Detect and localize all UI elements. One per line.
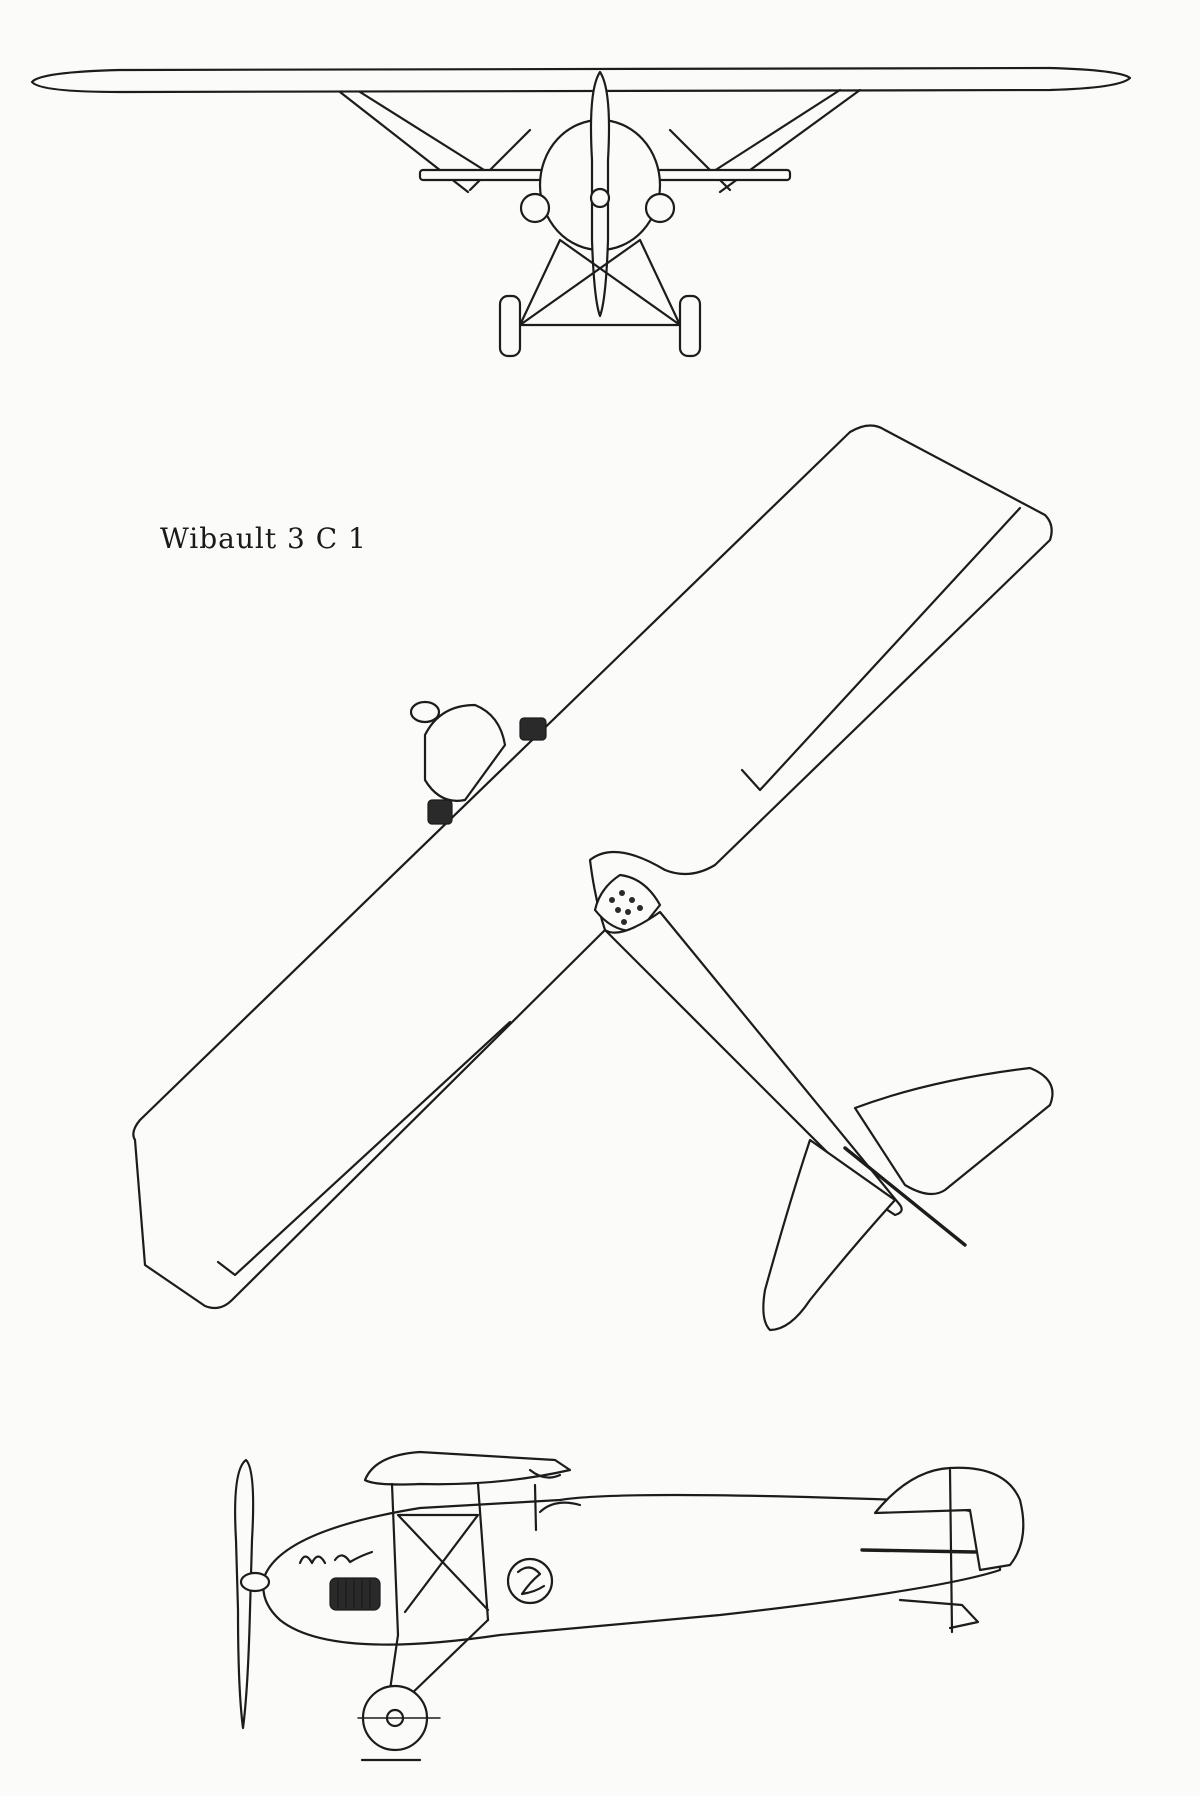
plan-rudder [843,1146,967,1247]
side-tail-skid [898,1598,980,1630]
plan-fuselage [603,910,903,1217]
front-right-cylinder [644,192,676,224]
side-roundel [506,1557,554,1605]
side-propeller [234,1458,255,1730]
front-landing-gear [503,238,697,327]
plan-cockpit-opening [593,873,662,932]
side-fuselage [262,1493,1002,1646]
side-wing-struts [390,1482,490,1637]
plan-right-aileron [740,506,1022,792]
plan-right-stabilizer [853,1066,1054,1196]
side-view [234,1450,1025,1762]
side-roundel-emblem [516,1566,546,1596]
side-cabane-strut [533,1483,538,1532]
front-right-wheel [678,294,702,358]
side-fin [873,1466,1025,1572]
side-landing-gear [388,1618,490,1702]
plan-left-aileron [216,1020,512,1277]
plan-propeller-hub [409,700,441,724]
plan-cockpit-pattern [609,890,643,925]
front-upper-wing [30,66,1132,94]
front-spinner [589,187,611,209]
plan-left-stabilizer [762,1138,897,1332]
side-tailplane [860,1548,977,1554]
plan-engine-cylinders [427,717,547,825]
side-engine-cylinders [329,1577,381,1611]
side-engine-fins [337,1579,371,1609]
front-left-cylinder [519,192,551,224]
side-exhaust [298,1550,374,1565]
front-left-wheel [498,294,522,358]
side-windscreen [538,1501,582,1514]
plan-engine-cowling [423,703,507,802]
side-wing-leading-edge [528,1468,562,1479]
plan-view [132,424,1054,1332]
aircraft-designation-caption: Wibault 3 C 1 [160,522,367,555]
front-view [30,66,1132,358]
front-wing-struts [338,88,862,194]
side-spinner [239,1571,271,1593]
side-upper-wing [363,1450,572,1486]
